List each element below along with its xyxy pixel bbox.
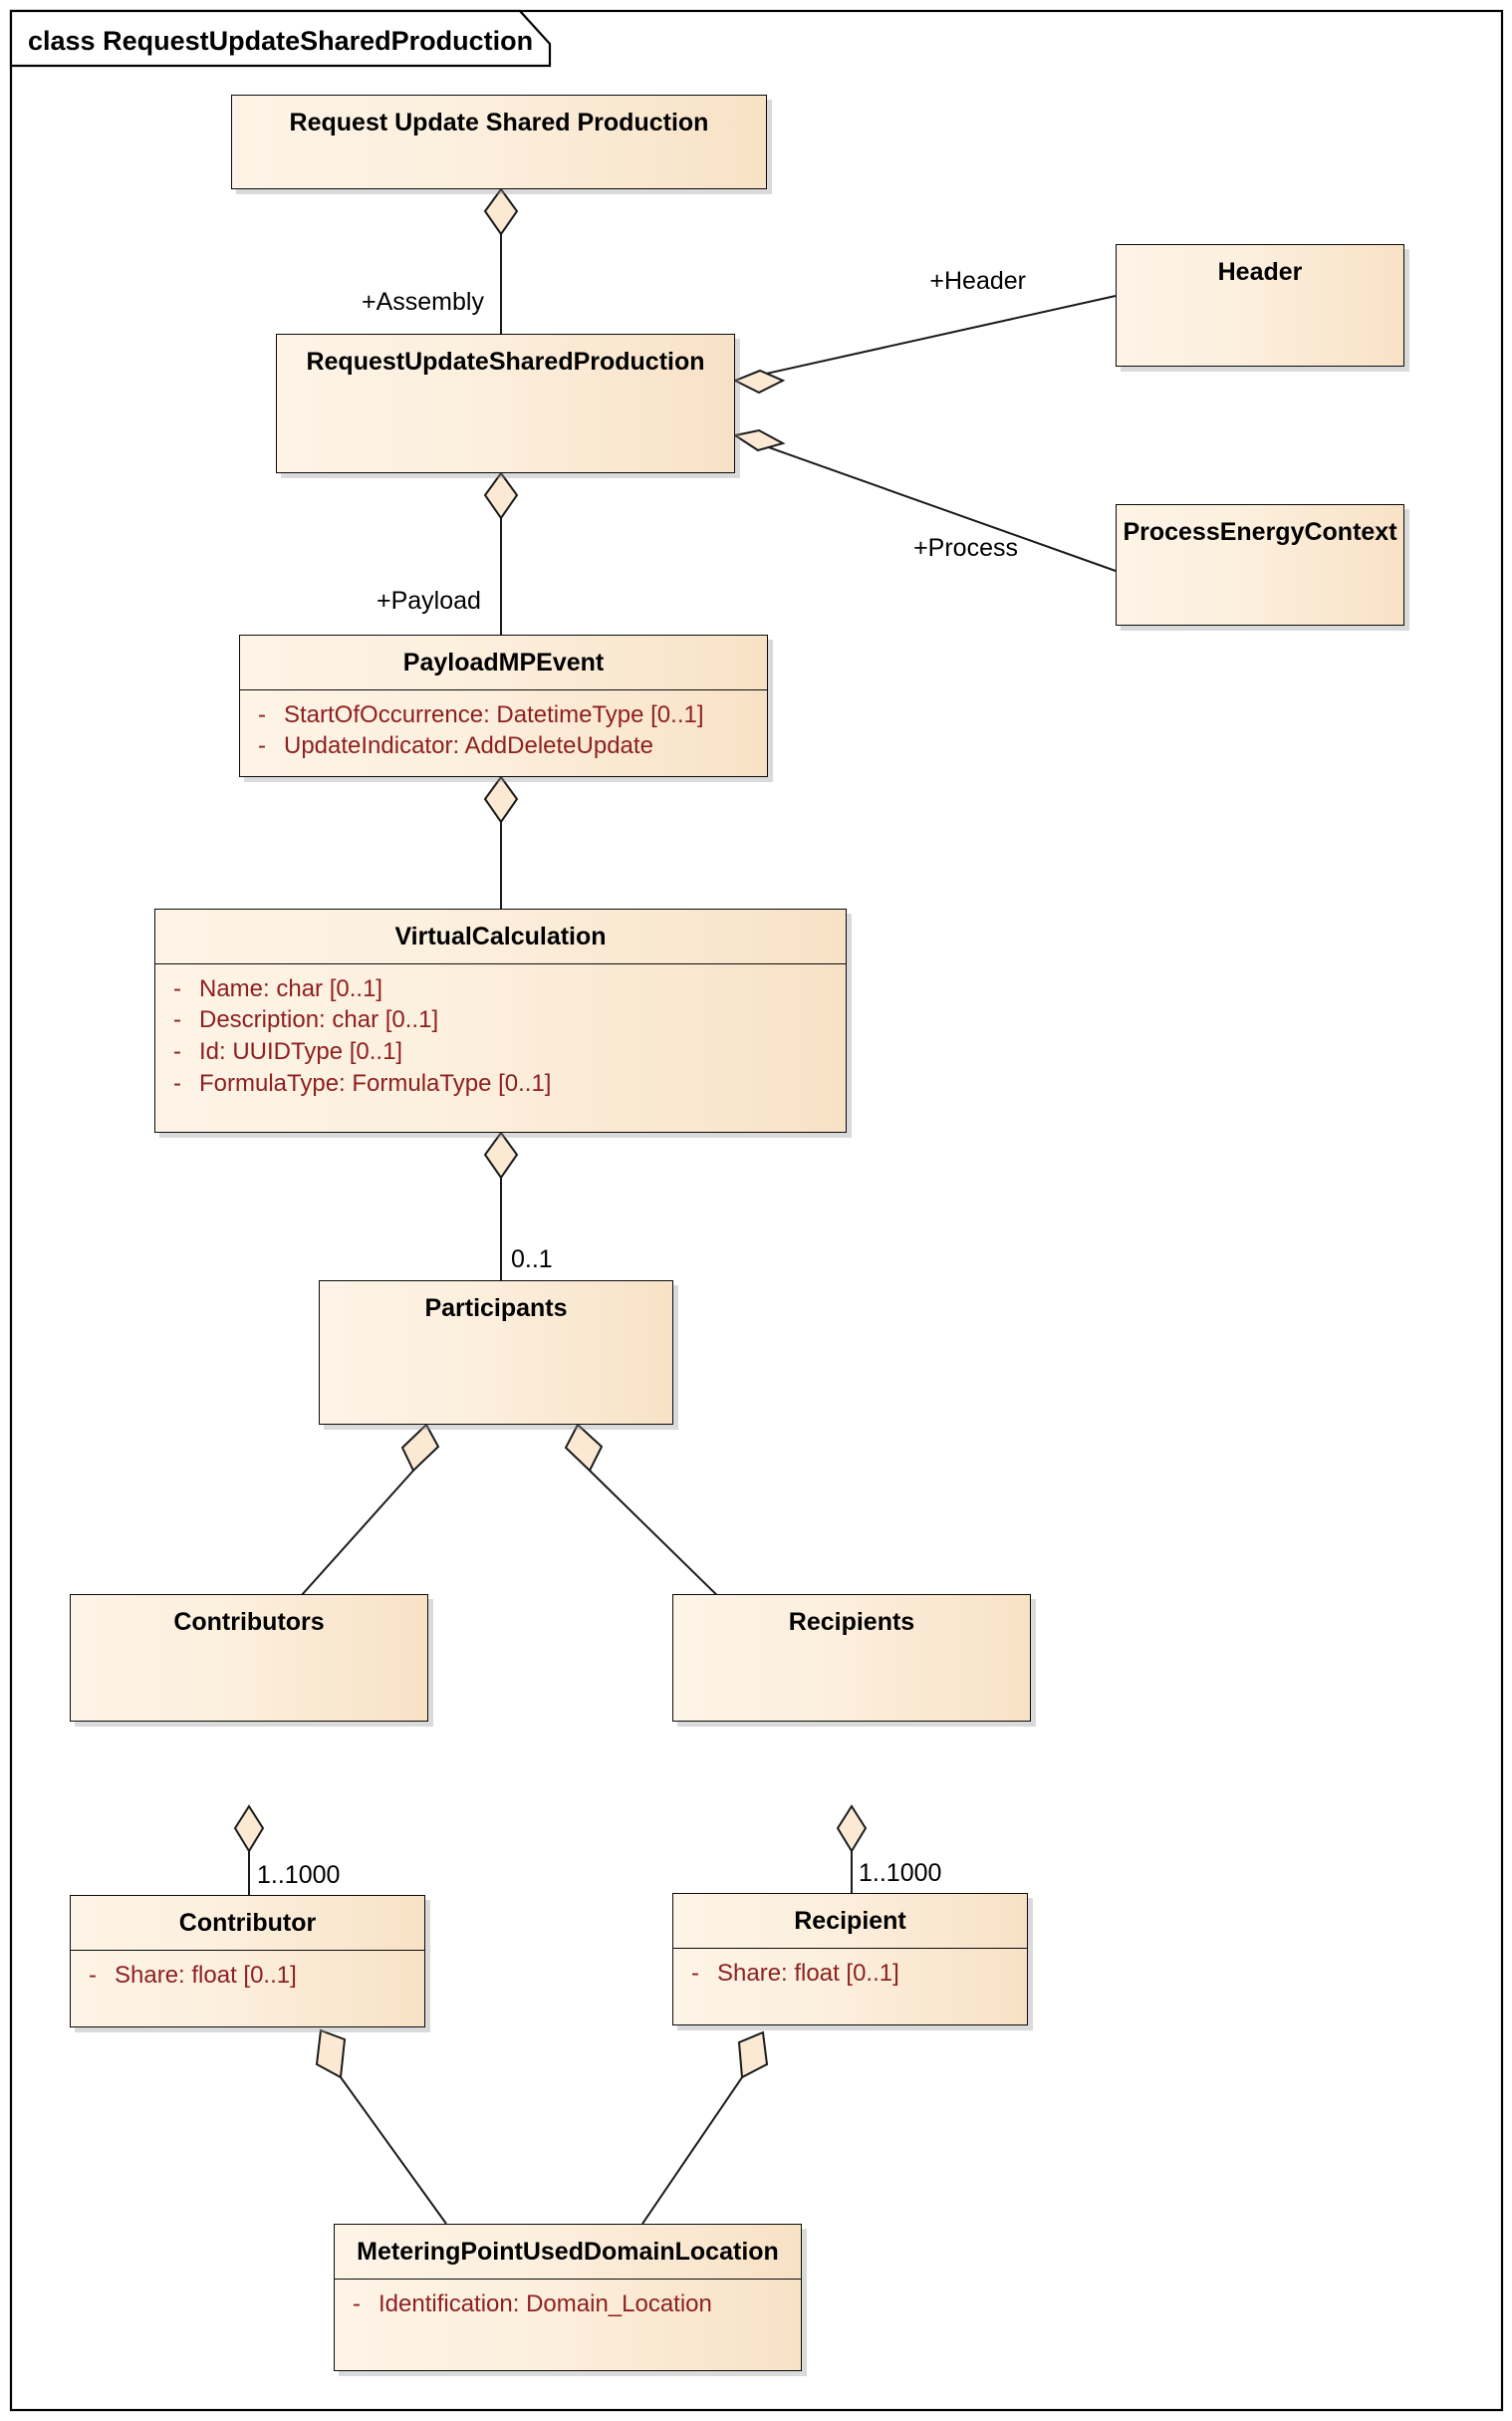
visibility-marker: - xyxy=(173,974,181,1002)
class-compartment-separator xyxy=(240,688,767,690)
class-box-header[interactable]: Header xyxy=(1116,244,1404,367)
attribute-row: - Share: float [0..1] xyxy=(71,1960,424,1992)
connector-recipient-meteringpoint xyxy=(641,2076,743,2225)
class-title: VirtualCalculation xyxy=(394,923,607,950)
visibility-marker: - xyxy=(89,1961,97,1989)
visibility-marker: - xyxy=(173,1006,181,1034)
aggregation-diamond-contributors xyxy=(400,1423,440,1473)
attribute-row: - Name: char [0..1] xyxy=(155,973,846,1005)
attribute-list: - Name: char [0..1] - Description: char … xyxy=(155,964,846,1101)
diagram-frame xyxy=(9,9,1504,2412)
class-title: Contributors xyxy=(173,1608,325,1636)
attribute-text: UpdateIndicator: AddDeleteUpdate xyxy=(284,732,653,760)
aggregation-diamond-participants xyxy=(483,1131,519,1180)
class-box-recipient[interactable]: Recipient - Share: float [0..1] xyxy=(672,1893,1028,2025)
class-box-recipients[interactable]: Recipients xyxy=(672,1594,1031,1722)
class-title: RequestUpdateSharedProduction xyxy=(306,348,705,376)
role-label-header: +Header xyxy=(929,267,1026,295)
class-title: MeteringPointUsedDomainLocation xyxy=(357,2238,779,2266)
connector-process xyxy=(734,434,1117,572)
aggregation-diamond-contributor-mp xyxy=(315,2028,347,2079)
role-label-process: +Process xyxy=(913,534,1018,562)
attribute-text: Share: float [0..1] xyxy=(115,1961,297,1989)
connector-contributor-meteringpoint xyxy=(340,2076,447,2225)
class-title: Request Update Shared Production xyxy=(289,109,709,136)
class-title: PayloadMPEvent xyxy=(402,649,605,676)
attribute-text: Description: char [0..1] xyxy=(199,1006,439,1034)
aggregation-diamond-virtualcalculation xyxy=(483,775,519,824)
aggregation-diamond-header xyxy=(732,369,786,395)
class-compartment-separator xyxy=(71,1949,424,1951)
attribute-row: - Description: char [0..1] xyxy=(155,1004,846,1036)
class-title: Contributor xyxy=(178,1909,317,1937)
class-title: ProcessEnergyContext xyxy=(1123,518,1397,546)
class-box-participants[interactable]: Participants xyxy=(319,1280,673,1425)
multiplicity-contributor: 1..1000 xyxy=(257,1861,340,1889)
multiplicity-participants: 0..1 xyxy=(511,1245,553,1273)
class-box-request-update-shared-production[interactable]: RequestUpdateSharedProduction xyxy=(276,334,735,473)
class-box-request-update-shared-production-top[interactable]: Request Update Shared Production xyxy=(231,95,767,189)
class-title: Recipient xyxy=(794,1907,906,1935)
class-compartment-separator xyxy=(155,962,846,964)
attribute-text: FormulaType: FormulaType [0..1] xyxy=(199,1070,552,1098)
attribute-row: - Id: UUIDType [0..1] xyxy=(155,1036,846,1068)
attribute-row: - FormulaType: FormulaType [0..1] xyxy=(155,1068,846,1100)
aggregation-diamond-recipient xyxy=(836,1804,868,1853)
aggregation-diamond-recipient-mp xyxy=(737,2030,769,2079)
aggregation-diamond-payload xyxy=(483,471,519,520)
multiplicity-recipient: 1..1000 xyxy=(859,1859,941,1887)
class-compartment-separator xyxy=(673,1947,1027,1949)
visibility-marker: - xyxy=(691,1959,699,1987)
class-box-process-energy-context[interactable]: ProcessEnergyContext xyxy=(1116,504,1404,626)
class-compartment-separator xyxy=(335,2278,801,2280)
attribute-list: - StartOfOccurrence: DatetimeType [0..1]… xyxy=(240,690,767,763)
aggregation-diamond-contributor xyxy=(233,1804,265,1853)
attribute-text: Identification: Domain_Location xyxy=(378,2289,712,2317)
class-box-virtual-calculation[interactable]: VirtualCalculation - Name: char [0..1] -… xyxy=(154,909,847,1133)
attribute-list: - Identification: Domain_Location xyxy=(335,2280,801,2320)
role-label-payload: +Payload xyxy=(377,587,481,615)
class-box-contributors[interactable]: Contributors xyxy=(70,1594,428,1722)
attribute-row: - Share: float [0..1] xyxy=(673,1958,1027,1990)
attribute-text: Id: UUIDType [0..1] xyxy=(199,1038,403,1066)
attribute-row: - UpdateIndicator: AddDeleteUpdate xyxy=(240,730,767,762)
aggregation-diamond-recipients xyxy=(564,1423,604,1473)
attribute-row: - StartOfOccurrence: DatetimeType [0..1] xyxy=(240,699,767,731)
class-title: Participants xyxy=(424,1294,568,1322)
visibility-marker: - xyxy=(353,2289,361,2317)
connector-header xyxy=(734,295,1117,382)
visibility-marker: - xyxy=(173,1038,181,1066)
class-box-contributor[interactable]: Contributor - Share: float [0..1] xyxy=(70,1895,425,2027)
frame-title-tab xyxy=(9,9,552,68)
attribute-text: Name: char [0..1] xyxy=(199,974,383,1002)
class-title: Header xyxy=(1217,258,1303,286)
attribute-text: StartOfOccurrence: DatetimeType [0..1] xyxy=(284,700,704,728)
attribute-row: - Identification: Domain_Location xyxy=(335,2288,801,2320)
class-box-payload-mp-event[interactable]: PayloadMPEvent - StartOfOccurrence: Date… xyxy=(239,635,768,777)
attribute-list: - Share: float [0..1] xyxy=(673,1949,1027,1990)
visibility-marker: - xyxy=(258,732,266,760)
class-box-metering-point-used-domain-location[interactable]: MeteringPointUsedDomainLocation - Identi… xyxy=(334,2224,802,2371)
aggregation-diamond-process xyxy=(732,428,786,452)
attribute-text: Share: float [0..1] xyxy=(717,1959,899,1987)
visibility-marker: - xyxy=(173,1070,181,1098)
aggregation-diamond-assembly xyxy=(483,187,519,236)
class-title: Recipients xyxy=(788,1608,915,1636)
visibility-marker: - xyxy=(258,700,266,728)
role-label-assembly: +Assembly xyxy=(362,288,484,316)
attribute-list: - Share: float [0..1] xyxy=(71,1951,424,1992)
frame-title-text: class RequestUpdateSharedProduction xyxy=(28,26,533,56)
